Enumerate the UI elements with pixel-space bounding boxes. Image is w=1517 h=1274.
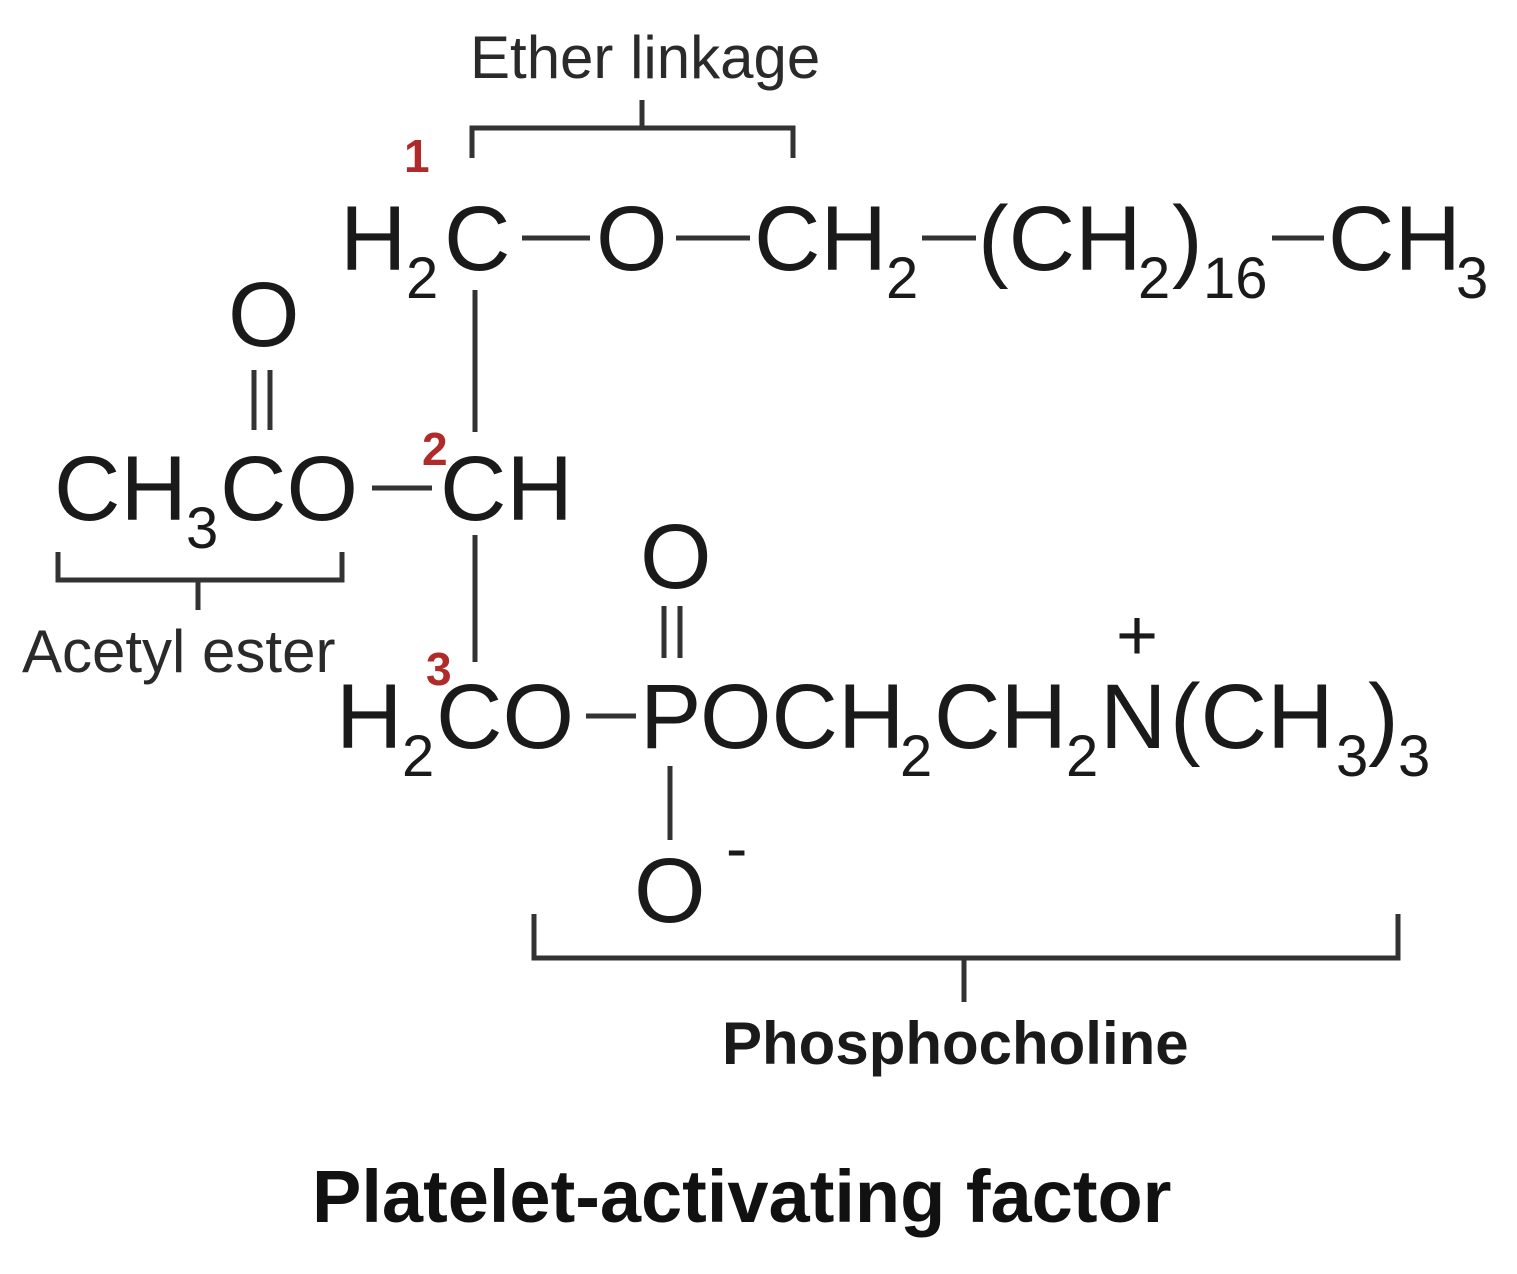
tail-och2-sub: 2	[900, 724, 932, 789]
ch3co-ch: CH	[54, 438, 187, 540]
negative-charge: -	[726, 812, 747, 884]
tail-ch2-sub: 2	[1066, 724, 1098, 789]
chain-paren-sub: 2	[1138, 246, 1170, 311]
ether-linkage-label: Ether linkage	[470, 24, 820, 91]
ether-oxygen: O	[596, 188, 668, 290]
phosphorus-atom: P	[640, 666, 701, 768]
tail-och: OCH	[700, 666, 904, 768]
phosphocholine-bracket	[531, 914, 1401, 1002]
row1-ether-chain: H 2 C O CH 2 (CH 2 ) 16 CH 3	[340, 188, 1488, 311]
row3-phosphocholine: O H 2 CO P OCH 2 CH 2 N + (CH 3 ) 3 O -	[336, 506, 1430, 942]
ch3co-sub: 3	[186, 496, 218, 561]
positive-charge: +	[1116, 596, 1158, 676]
terminal-ch3-sub: 3	[1456, 246, 1488, 311]
c2-ch: CH	[440, 438, 573, 540]
terminal-ch3: CH	[1328, 188, 1461, 290]
quaternary-nitrogen: N	[1100, 666, 1166, 768]
tail-ch: CH	[934, 666, 1067, 768]
h2co-h: H	[336, 666, 402, 768]
h2c-c: C	[444, 188, 510, 290]
ch2-a: CH	[754, 188, 887, 290]
ether-linkage-bracket	[469, 100, 796, 158]
h2co-sub: 2	[402, 724, 434, 789]
phosphate-oxygen-anion: O	[634, 840, 706, 942]
phosphocholine-label: Phosphocholine	[722, 1010, 1189, 1077]
chain-paren-close: )	[1172, 188, 1203, 290]
ch3co-co: CO	[220, 438, 358, 540]
ch2-a-sub: 2	[886, 246, 918, 311]
h2c-sub: 2	[406, 246, 438, 311]
acetyl-carbonyl-oxygen: O	[228, 264, 300, 366]
row2-acetyl-ester: O CH 3 CO CH	[54, 264, 573, 561]
h2co-co: CO	[436, 666, 574, 768]
tail-methyl-count: 3	[1398, 724, 1430, 789]
tail-methyl-sub: 3	[1336, 724, 1368, 789]
tail-methyl-open: (CH	[1170, 666, 1334, 768]
position-2-label: 2	[422, 423, 448, 475]
chain-paren-open: (CH	[978, 188, 1142, 290]
tail-methyl-close: )	[1368, 666, 1399, 768]
acetyl-ester-bracket	[55, 552, 345, 610]
h2c-h: H	[340, 188, 406, 290]
acetyl-ester-label: Acetyl ester	[22, 618, 335, 685]
position-3-label: 3	[426, 643, 452, 695]
diagram-title: Platelet-activating factor	[312, 1155, 1171, 1238]
chain-repeat-count: 16	[1203, 246, 1268, 311]
phosphoryl-oxygen: O	[640, 506, 712, 608]
position-1-label: 1	[404, 130, 430, 182]
